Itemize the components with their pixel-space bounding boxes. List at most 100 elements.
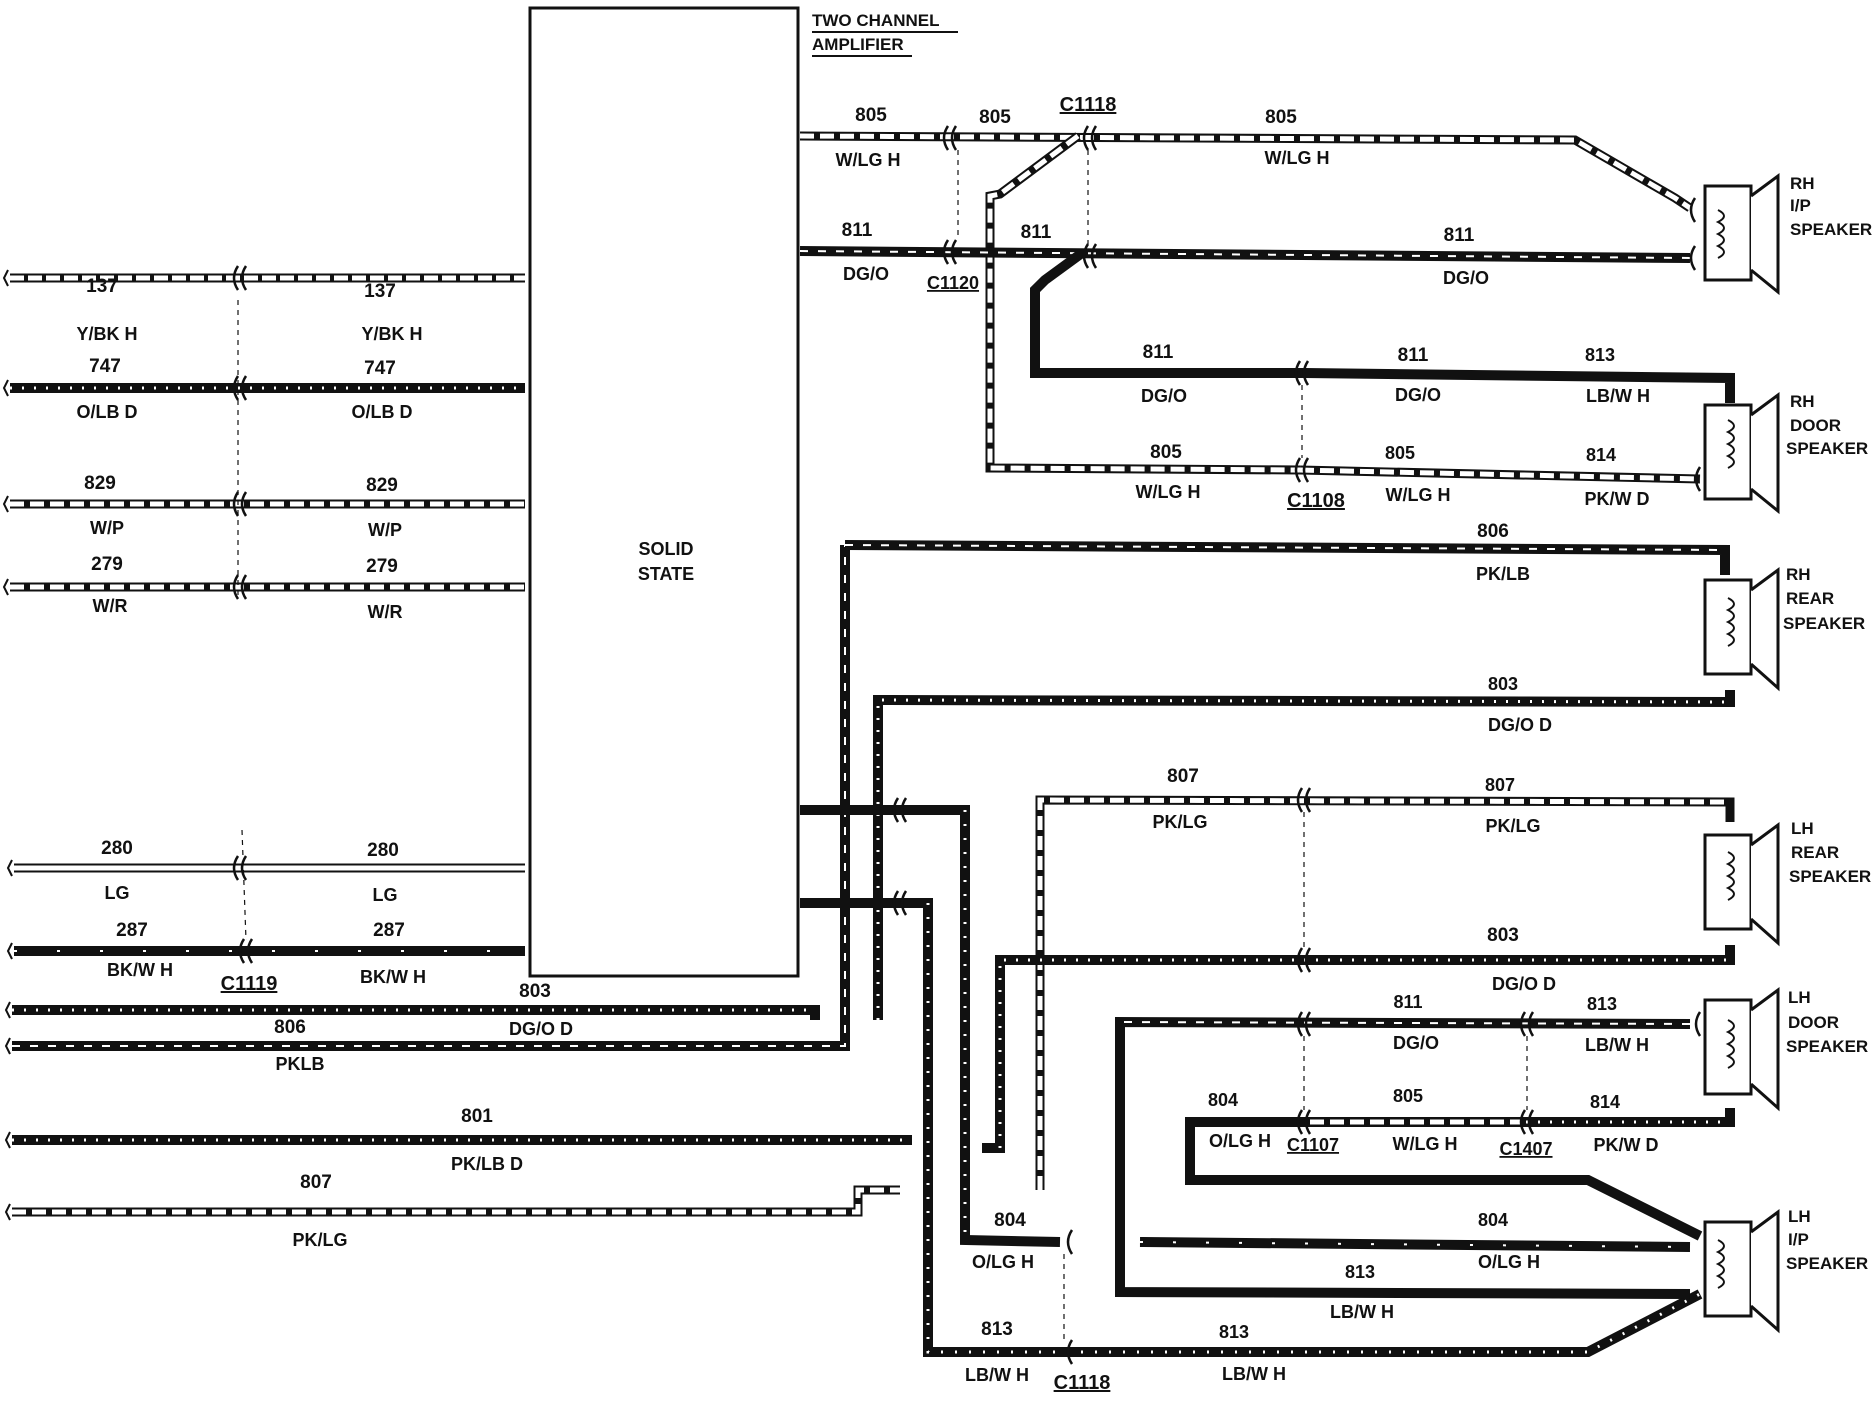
amp-lower-outputs: 804 O/LG H 813 LB/W H C1118 xyxy=(800,797,1703,1394)
rh-rear-circuit: 806 PK/LB 803 DG/O D xyxy=(844,521,1735,1020)
connector-c1108-label: C1108 xyxy=(1287,490,1345,512)
speaker-rh-ip-label-1: RH xyxy=(1790,174,1815,193)
rh-ip-circuit: 805 W/LG H 805 805 W/LG H 811 DG/O 811 8… xyxy=(799,94,1697,475)
diagram-title-line2: AMPLIFIER xyxy=(812,35,904,54)
wire-804-lhip-code: O/LG H xyxy=(1478,1252,1540,1272)
left-input-wires: 137 Y/BK H 137 Y/BK H 747 O/LB D 747 O/L… xyxy=(2,265,525,995)
speaker-lh-door: LH DOOR SPEAKER xyxy=(1703,987,1868,1112)
wire-806-left-code: PKLB xyxy=(276,1054,325,1074)
wire-805-lhdoor-num: 805 xyxy=(1393,1086,1423,1106)
wire-747-code-b: O/LB D xyxy=(352,402,413,422)
wire-807-lhrear-b-code: PK/LG xyxy=(1485,816,1540,836)
module-label-line1: SOLID xyxy=(638,539,693,559)
wire-813-lhip-bottom-num: 813 xyxy=(1219,1322,1249,1342)
wire-804-amp-code: O/LG H xyxy=(972,1252,1034,1272)
wire-806-left-num: 806 xyxy=(274,1017,306,1038)
connector-c1119 xyxy=(232,265,254,964)
wire-807-left-num: 807 xyxy=(300,1172,332,1193)
wire-805-c-code: W/LG H xyxy=(1265,148,1330,168)
speaker-rh-rear-label-1: RH xyxy=(1786,565,1811,584)
wire-280-code-a: LG xyxy=(105,883,130,903)
wire-805-lhdoor-code: W/LG H xyxy=(1393,1134,1458,1154)
wire-747-num-a: 747 xyxy=(89,356,121,377)
wire-807-left-code: PK/LG xyxy=(292,1230,347,1250)
wire-804-lhip-num: 804 xyxy=(1478,1210,1508,1230)
wire-287-code-a: BK/W H xyxy=(107,960,173,980)
speaker-lh-door-label-3: SPEAKER xyxy=(1786,1037,1868,1056)
module-label-line2: STATE xyxy=(638,564,694,584)
wire-813-rhdoor-code: LB/W H xyxy=(1586,386,1650,406)
wire-807-lhrear-a-code: PK/LG xyxy=(1152,812,1207,832)
speaker-lh-ip-label-3: SPEAKER xyxy=(1786,1254,1868,1273)
lh-ip-circuit: 804 O/LG H 813 LB/W H 813 LB/W H xyxy=(1139,1210,1691,1384)
wire-814-lhdoor-num: 814 xyxy=(1590,1092,1620,1112)
wire-813-lhip-d-code: LB/W H xyxy=(1330,1302,1394,1322)
wire-813-lhdoor-num: 813 xyxy=(1587,994,1617,1014)
wire-807-lhrear-a-num: 807 xyxy=(1167,766,1199,787)
wire-811-e-num: 811 xyxy=(1021,222,1052,243)
wire-829-code-b: W/P xyxy=(368,520,402,540)
wire-811-rhdoor-a-num: 811 xyxy=(1143,342,1174,363)
wire-814-rhdoor-code: PK/W D xyxy=(1585,489,1650,509)
wire-803-lhrear-num: 803 xyxy=(1487,925,1519,946)
wire-287-num-b: 287 xyxy=(373,920,405,941)
wire-805-rhdoor-e-num: 805 xyxy=(1385,443,1415,463)
speaker-rh-ip-label-3: SPEAKER xyxy=(1790,220,1872,239)
diagram-title-line1: TWO CHANNEL xyxy=(812,11,939,30)
wire-811-rhdoor-b-code: DG/O xyxy=(1395,385,1441,405)
speaker-lh-rear-label-1: LH xyxy=(1791,819,1814,838)
speaker-rh-rear-label-2: REAR xyxy=(1786,589,1834,608)
wire-801-num: 801 xyxy=(461,1106,493,1127)
lh-rear-circuit: 807 PK/LG 807 PK/LG 803 DG/O D xyxy=(982,766,1735,1190)
connector-c1107-label: C1107 xyxy=(1287,1135,1339,1155)
wire-279-num-b: 279 xyxy=(366,556,398,577)
wire-811-rhdoor-b-num: 811 xyxy=(1398,345,1429,366)
wire-747-code-a: O/LB D xyxy=(77,402,138,422)
speaker-lh-ip: LH I/P SPEAKER xyxy=(1703,1207,1868,1334)
wire-811-lhdoor-num: 811 xyxy=(1393,992,1422,1012)
wire-280-code-b: LG xyxy=(373,885,398,905)
wire-813-rhdoor-num: 813 xyxy=(1585,345,1615,365)
connector-c1120-label: C1120 xyxy=(927,273,979,293)
wire-801-code: PK/LB D xyxy=(451,1154,523,1174)
wire-813-lhip-d-num: 813 xyxy=(1345,1262,1375,1282)
wire-279-code-a: W/R xyxy=(93,596,128,616)
wire-811-d-num: 811 xyxy=(842,220,873,241)
connector-c1407-label: C1407 xyxy=(1499,1139,1552,1159)
wire-803-rhrear-code: DG/O D xyxy=(1488,715,1552,735)
wire-811-lhdoor-code: DG/O xyxy=(1393,1033,1439,1053)
connector-c1119-label: C1119 xyxy=(221,973,278,995)
amplifier-module xyxy=(528,6,800,978)
wire-279-num-a: 279 xyxy=(91,554,123,575)
speaker-lh-door-label-1: LH xyxy=(1788,988,1811,1007)
wire-806-rhrear-num: 806 xyxy=(1477,521,1509,542)
speaker-lh-door-label-2: DOOR xyxy=(1788,1013,1839,1032)
wire-803-lhrear-code: DG/O D xyxy=(1492,974,1556,994)
wire-803-left-code: DG/O D xyxy=(509,1019,573,1039)
wire-280-num-b: 280 xyxy=(367,840,399,861)
wire-137-code-a: Y/BK H xyxy=(76,324,137,344)
speaker-rh-ip: RH I/P SPEAKER xyxy=(1703,173,1872,296)
speaker-rh-ip-label-2: I/P xyxy=(1790,196,1811,215)
wire-813-amp-num: 813 xyxy=(981,1319,1013,1340)
wire-137-num-a: 137 xyxy=(86,276,118,297)
speaker-rh-door: RH DOOR SPEAKER xyxy=(1703,392,1868,515)
speaker-lh-rear-label-2: REAR xyxy=(1791,843,1839,862)
wire-804-lhdoor-num: 804 xyxy=(1208,1090,1238,1110)
wire-803-rhrear-num: 803 xyxy=(1488,674,1518,694)
speaker-rh-rear-label-3: SPEAKER xyxy=(1783,614,1865,633)
wire-805-rhdoor-e-code: W/LG H xyxy=(1386,485,1451,505)
wire-805-c-num: 805 xyxy=(1265,107,1297,128)
connector-c1118-bottom-label: C1118 xyxy=(1054,1372,1111,1394)
wire-137-code-b: Y/BK H xyxy=(361,324,422,344)
wire-829-num-a: 829 xyxy=(84,473,116,494)
speaker-lh-rear-label-3: SPEAKER xyxy=(1789,867,1871,886)
wire-137-num-b: 137 xyxy=(364,281,396,302)
wire-747-num-b: 747 xyxy=(364,358,396,379)
speaker-rh-door-label-1: RH xyxy=(1790,392,1815,411)
wire-805-a-code: W/LG H xyxy=(836,150,901,170)
wire-807-lhrear-b-num: 807 xyxy=(1485,775,1515,795)
wire-804-lhdoor-code: O/LG H xyxy=(1209,1131,1271,1151)
wire-811-f-code: DG/O xyxy=(1443,268,1489,288)
